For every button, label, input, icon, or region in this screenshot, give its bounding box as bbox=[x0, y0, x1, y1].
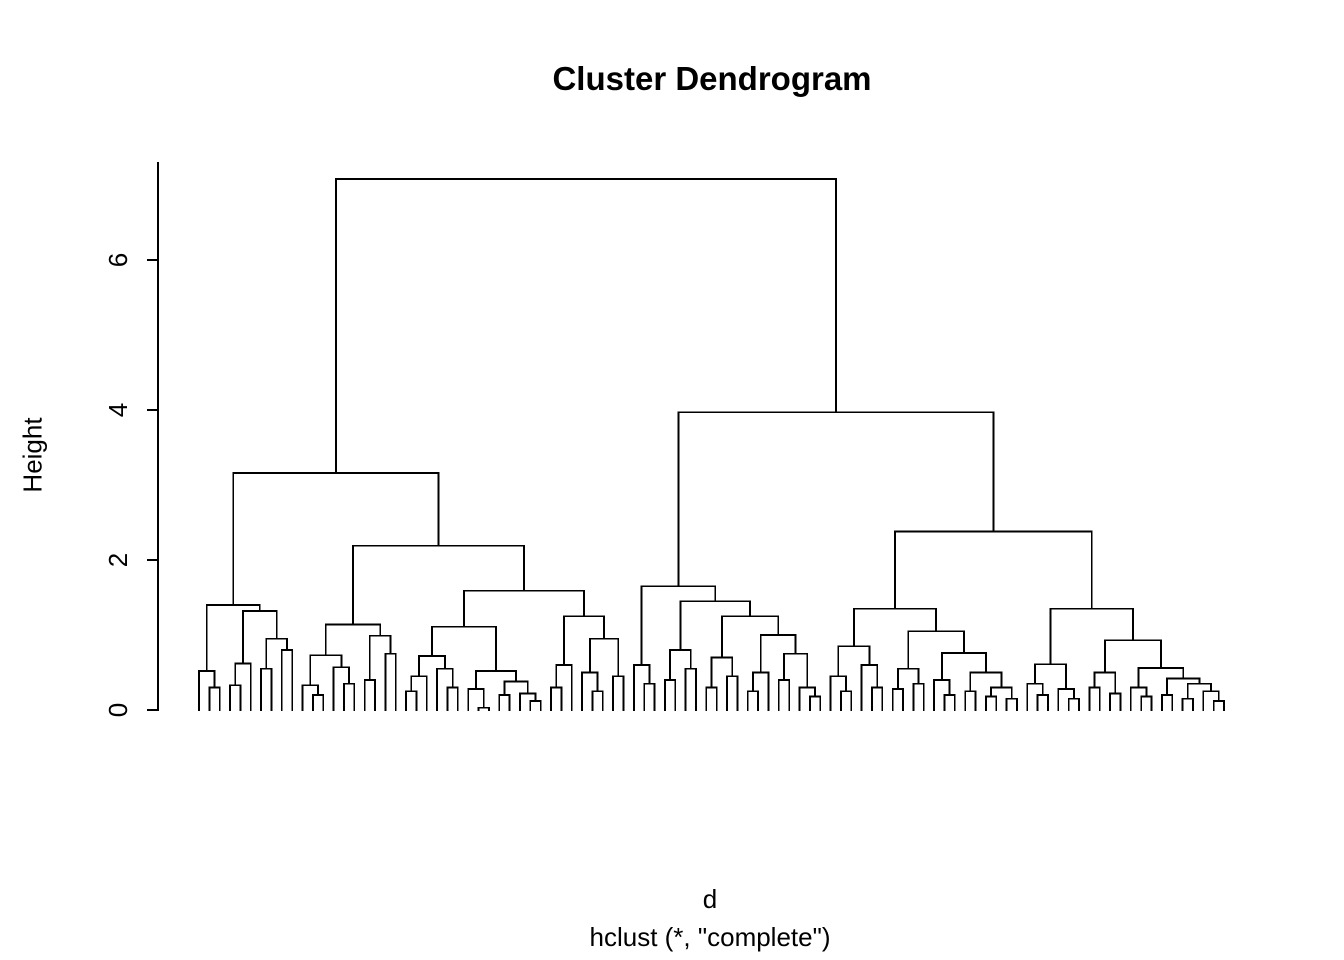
dendrogram-tree bbox=[198, 178, 1225, 711]
y-tick-label: 4 bbox=[103, 403, 133, 417]
y-tick-label: 0 bbox=[103, 703, 133, 717]
y-tick-label: 6 bbox=[103, 253, 133, 267]
x-axis-sublabel: hclust (*, "complete") bbox=[589, 922, 831, 952]
y-tick-label: 2 bbox=[103, 553, 133, 567]
plot-title: Cluster Dendrogram bbox=[552, 60, 872, 97]
x-axis-label: d bbox=[702, 884, 718, 914]
y-axis-label: Height bbox=[17, 417, 48, 493]
